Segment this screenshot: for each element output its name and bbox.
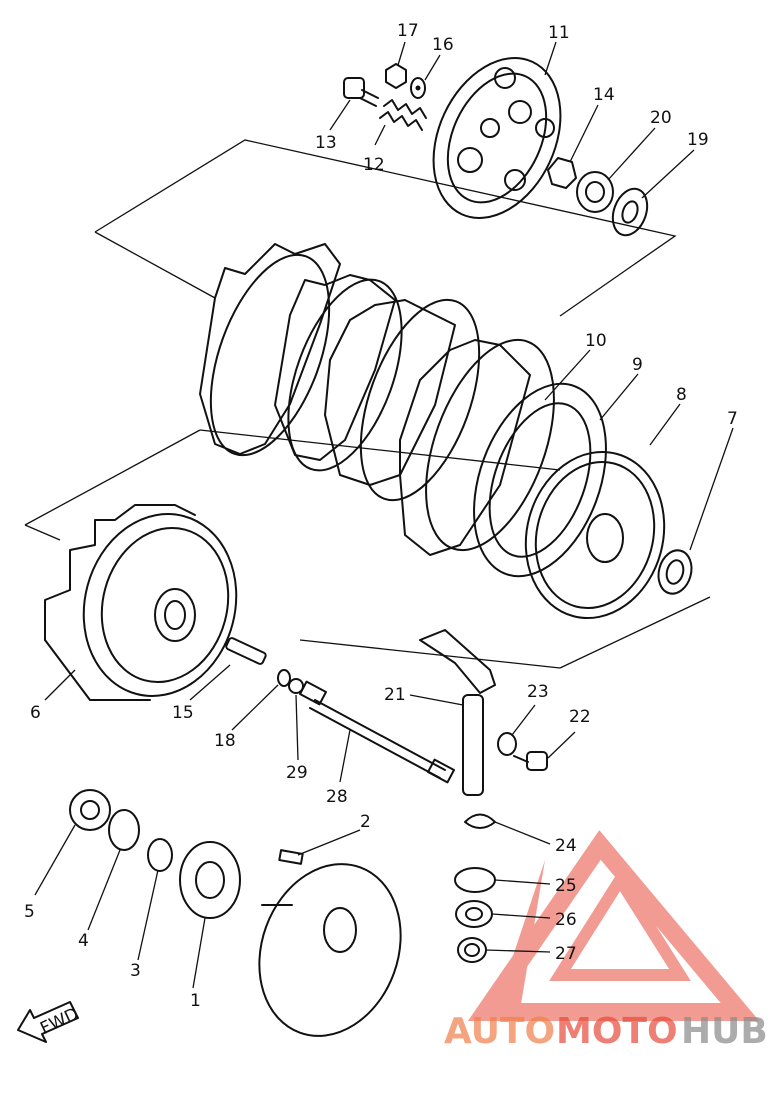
primary-driven-gear-8 — [524, 450, 666, 620]
label-6: 6 — [30, 703, 41, 723]
label-7: 7 — [727, 409, 738, 429]
watermark-logo — [467, 830, 760, 1021]
label-20: 20 — [650, 108, 672, 128]
label-12: 12 — [363, 155, 385, 175]
label-19: 19 — [687, 130, 709, 150]
label-11: 11 — [548, 23, 570, 43]
label-27: 27 — [555, 944, 577, 964]
label-16: 16 — [432, 35, 454, 55]
label-15: 15 — [172, 703, 194, 723]
label-29: 29 — [286, 763, 308, 783]
fwd-arrow-icon: FWD — [17, 1001, 82, 1043]
bearing-20 — [576, 171, 614, 213]
collar-27 — [457, 937, 487, 963]
leader-lines — [34, 41, 734, 989]
label-13: 13 — [315, 133, 337, 153]
ball-29 — [288, 678, 304, 694]
washer-3 — [147, 838, 173, 872]
fwd-label: FWD — [37, 1004, 81, 1039]
lock-washer-19 — [611, 187, 649, 237]
label-22: 22 — [569, 707, 591, 727]
clutch-boss — [473, 382, 607, 578]
label-14: 14 — [593, 85, 615, 105]
clutch-spring — [379, 99, 427, 131]
label-8: 8 — [676, 385, 687, 405]
oring-18 — [277, 669, 291, 687]
pressure-plate — [432, 57, 562, 219]
label-3: 3 — [130, 961, 141, 981]
label-2: 2 — [360, 812, 371, 832]
label-17: 17 — [397, 21, 419, 41]
push-rod-28 — [299, 680, 455, 784]
label-4: 4 — [78, 931, 89, 951]
label-25: 25 — [555, 876, 577, 896]
washer-4 — [108, 809, 140, 851]
circlip-7 — [657, 549, 693, 595]
clutch-plates — [199, 243, 555, 556]
label-1: 1 — [190, 991, 201, 1011]
label-23: 23 — [527, 682, 549, 702]
label-10: 10 — [585, 331, 607, 351]
clutch-spring-bolt — [343, 77, 379, 107]
label-18: 18 — [214, 731, 236, 751]
bolt-22 — [513, 751, 548, 771]
watermark-part3: HUB — [681, 1011, 768, 1052]
label-28: 28 — [326, 787, 348, 807]
circlip-25 — [454, 867, 496, 893]
nut-5 — [69, 789, 111, 831]
locknut-14 — [547, 157, 577, 189]
spring-24 — [464, 813, 496, 829]
label-24: 24 — [555, 836, 577, 856]
washer-23 — [497, 732, 517, 756]
label-9: 9 — [632, 355, 643, 375]
part-labels: 11 17 16 13 12 14 20 19 10 9 8 7 6 15 18… — [24, 21, 738, 1011]
bearing-26 — [455, 900, 493, 928]
label-5: 5 — [24, 902, 35, 922]
assembly-outline-upper — [94, 139, 677, 317]
watermark-text: AUTO MOTO HUB — [444, 1011, 768, 1052]
nut-17 — [385, 63, 407, 89]
label-26: 26 — [555, 910, 577, 930]
washer-16 — [410, 77, 426, 99]
push-lever-21 — [419, 629, 496, 796]
label-21: 21 — [384, 685, 406, 705]
watermark-part1: AUTO — [444, 1011, 555, 1052]
primary-drive-gear-1 — [179, 841, 241, 919]
assembly-outline-lower — [24, 429, 711, 669]
watermark-part2: MOTO — [556, 1011, 678, 1052]
push-rod-15 — [225, 637, 267, 665]
clutch-housing — [44, 504, 238, 701]
crankshaft-weight — [258, 863, 402, 1037]
key-2 — [278, 849, 304, 865]
